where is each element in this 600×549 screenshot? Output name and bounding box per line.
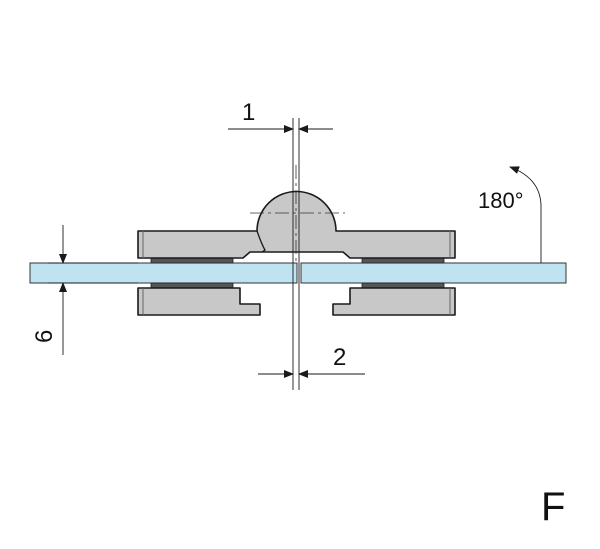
figure-label: F — [541, 485, 565, 529]
center-lines — [250, 165, 345, 262]
dimension-label-top-gap: 1 — [242, 99, 255, 126]
glass-panel-right — [300, 262, 567, 284]
hinge-upper-body — [137, 190, 456, 259]
rotation-label: 180° — [478, 188, 524, 213]
glass-panel-left — [29, 262, 298, 284]
dimension-glass-thickness — [48, 225, 138, 355]
dimension-label-glass-thickness: 6 — [31, 330, 58, 343]
rotation-arrow — [509, 166, 542, 263]
clamp-plate-lower-left — [137, 287, 261, 316]
gap-extension-lines — [292, 118, 300, 390]
clamp-plate-lower-right — [332, 287, 456, 316]
dimension-label-bottom-gap: 2 — [333, 344, 346, 371]
knuckle-seam — [256, 230, 266, 253]
